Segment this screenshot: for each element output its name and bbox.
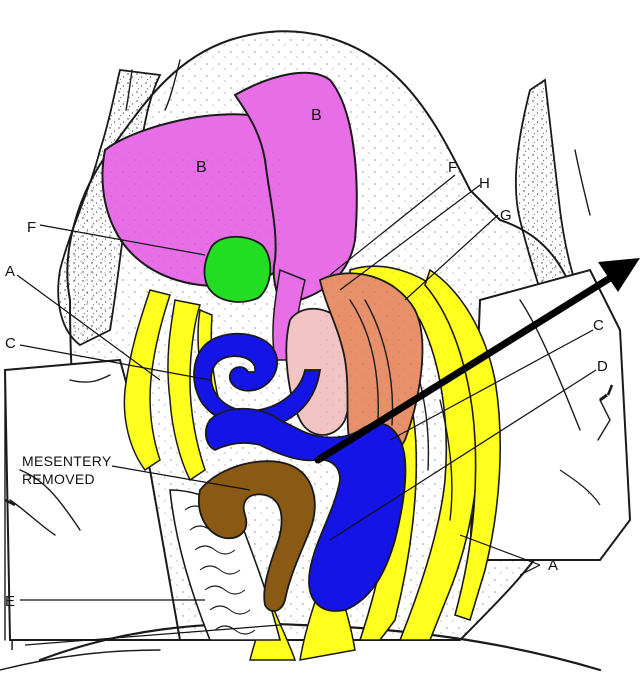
label-c-right: C: [593, 317, 604, 334]
label-b-left: B: [196, 159, 207, 176]
label-mesentery: MESENTERY: [22, 453, 112, 469]
label-e: E: [5, 593, 15, 610]
gall-bladder: [204, 237, 270, 302]
label-a-left: A: [5, 263, 15, 280]
label-c-left: C: [5, 335, 16, 352]
label-g: G: [500, 207, 512, 224]
label-b-right: B: [311, 107, 322, 124]
label-f-left: F: [27, 219, 36, 236]
label-h: H: [479, 175, 490, 192]
label-a-right: A: [548, 557, 558, 574]
label-i: I: [10, 637, 14, 654]
label-f-right: F: [448, 159, 457, 176]
label-d: D: [597, 358, 608, 375]
label-removed: REMOVED: [22, 471, 95, 487]
